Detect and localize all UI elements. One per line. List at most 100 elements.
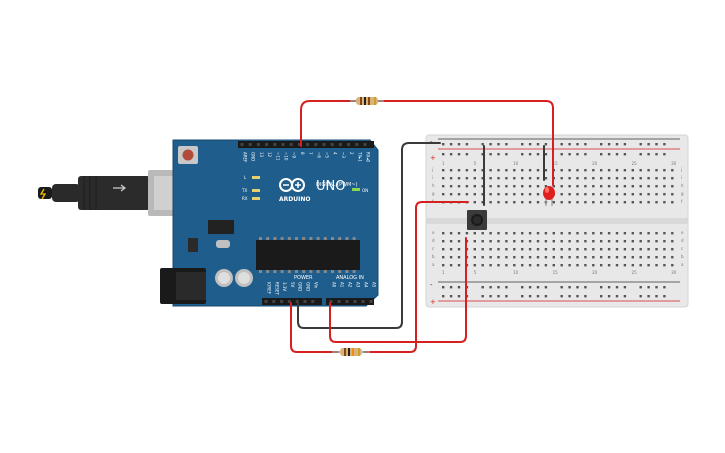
terminal-hole[interactable] — [442, 193, 445, 196]
terminal-hole[interactable] — [481, 256, 484, 259]
terminal-hole[interactable] — [607, 193, 611, 196]
power-pin-hole[interactable] — [311, 300, 315, 303]
terminal-hole[interactable] — [473, 256, 476, 259]
terminal-hole[interactable] — [568, 256, 571, 259]
power-pin-hole[interactable] — [280, 300, 284, 303]
terminal-hole[interactable] — [615, 177, 619, 180]
terminal-hole[interactable] — [465, 169, 469, 172]
analog-pin-hole[interactable] — [353, 300, 357, 303]
terminal-hole[interactable] — [552, 264, 555, 267]
terminal-hole[interactable] — [568, 193, 571, 196]
terminal-hole[interactable] — [576, 177, 579, 180]
rail-hole[interactable] — [521, 295, 524, 298]
analog-pin-hole[interactable] — [345, 300, 349, 303]
red-led[interactable] — [543, 186, 555, 206]
terminal-hole[interactable] — [631, 256, 634, 259]
terminal-hole[interactable] — [505, 240, 508, 243]
terminal-hole[interactable] — [481, 201, 484, 204]
analog-pin-hole[interactable] — [369, 300, 373, 303]
rail-hole[interactable] — [505, 295, 508, 298]
rail-hole[interactable] — [560, 286, 563, 289]
terminal-hole[interactable] — [465, 177, 469, 180]
rail-hole[interactable] — [442, 153, 445, 156]
terminal-hole[interactable] — [536, 256, 540, 259]
rail-hole[interactable] — [647, 143, 650, 146]
terminal-hole[interactable] — [655, 240, 658, 243]
terminal-hole[interactable] — [568, 248, 571, 251]
terminal-hole[interactable] — [615, 169, 619, 172]
terminal-hole[interactable] — [489, 248, 492, 251]
terminal-hole[interactable] — [600, 193, 603, 196]
terminal-hole[interactable] — [663, 232, 666, 235]
terminal-hole[interactable] — [473, 185, 476, 188]
terminal-hole[interactable] — [576, 248, 579, 251]
rail-hole[interactable] — [560, 295, 563, 298]
terminal-hole[interactable] — [623, 240, 627, 243]
terminal-hole[interactable] — [576, 232, 579, 235]
rail-hole[interactable] — [576, 143, 579, 146]
rail-hole[interactable] — [647, 295, 650, 298]
rail-hole[interactable] — [568, 286, 571, 289]
terminal-hole[interactable] — [528, 201, 532, 204]
terminal-hole[interactable] — [584, 232, 587, 235]
resistor-top[interactable] — [350, 97, 384, 105]
rail-hole[interactable] — [615, 143, 619, 146]
rail-hole[interactable] — [576, 153, 579, 156]
terminal-hole[interactable] — [457, 177, 461, 180]
digital-pin-hole[interactable] — [363, 143, 367, 146]
terminal-hole[interactable] — [631, 185, 634, 188]
terminal-hole[interactable] — [568, 177, 571, 180]
terminal-hole[interactable] — [489, 232, 492, 235]
terminal-hole[interactable] — [497, 169, 500, 172]
terminal-hole[interactable] — [536, 248, 540, 251]
terminal-hole[interactable] — [544, 177, 548, 180]
terminal-hole[interactable] — [568, 240, 571, 243]
terminal-hole[interactable] — [536, 201, 540, 204]
digital-pin-hole[interactable] — [347, 143, 351, 146]
terminal-hole[interactable] — [560, 240, 563, 243]
terminal-hole[interactable] — [639, 201, 642, 204]
terminal-hole[interactable] — [497, 240, 500, 243]
terminal-hole[interactable] — [607, 248, 611, 251]
terminal-hole[interactable] — [489, 193, 492, 196]
terminal-hole[interactable] — [647, 185, 650, 188]
rail-hole[interactable] — [568, 153, 571, 156]
terminal-hole[interactable] — [623, 264, 627, 267]
rail-hole[interactable] — [560, 153, 563, 156]
terminal-hole[interactable] — [600, 264, 603, 267]
terminal-hole[interactable] — [600, 169, 603, 172]
terminal-hole[interactable] — [552, 248, 555, 251]
terminal-hole[interactable] — [497, 185, 500, 188]
rail-hole[interactable] — [544, 295, 548, 298]
terminal-hole[interactable] — [457, 264, 461, 267]
terminal-hole[interactable] — [576, 256, 579, 259]
rail-hole[interactable] — [600, 153, 603, 156]
rail-hole[interactable] — [615, 286, 619, 289]
terminal-hole[interactable] — [497, 193, 500, 196]
terminal-hole[interactable] — [560, 185, 563, 188]
terminal-hole[interactable] — [442, 248, 445, 251]
terminal-hole[interactable] — [473, 264, 476, 267]
power-pin-hole[interactable] — [303, 300, 307, 303]
terminal-hole[interactable] — [497, 232, 500, 235]
terminal-hole[interactable] — [655, 256, 658, 259]
terminal-hole[interactable] — [513, 201, 516, 204]
terminal-hole[interactable] — [623, 169, 627, 172]
rail-hole[interactable] — [623, 143, 627, 146]
analog-pin-hole[interactable] — [361, 300, 365, 303]
terminal-hole[interactable] — [576, 185, 579, 188]
terminal-hole[interactable] — [481, 264, 484, 267]
digital-pin-hole[interactable] — [256, 143, 260, 146]
terminal-hole[interactable] — [592, 193, 595, 196]
rail-hole[interactable] — [497, 286, 500, 289]
rail-hole[interactable] — [663, 295, 666, 298]
terminal-hole[interactable] — [607, 256, 611, 259]
rail-hole[interactable] — [600, 143, 603, 146]
terminal-hole[interactable] — [663, 240, 666, 243]
rail-hole[interactable] — [663, 143, 666, 146]
terminal-hole[interactable] — [521, 193, 524, 196]
digital-pin-hole[interactable] — [248, 143, 252, 146]
terminal-hole[interactable] — [576, 264, 579, 267]
terminal-hole[interactable] — [449, 232, 453, 235]
terminal-hole[interactable] — [457, 240, 461, 243]
